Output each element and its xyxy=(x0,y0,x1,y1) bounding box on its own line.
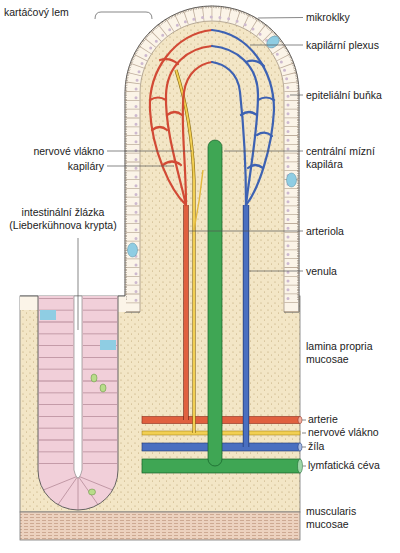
part-label: mikroklky xyxy=(306,11,396,24)
enteroendocrine-cell xyxy=(100,384,106,392)
part-label: kartáčový lem xyxy=(4,6,92,19)
nerve-fiber xyxy=(176,70,194,433)
vessel-end xyxy=(298,459,303,473)
part-label: nervové vlákno xyxy=(2,145,104,158)
leader-lines xyxy=(78,12,306,466)
arteriole xyxy=(183,205,188,420)
nerve-fiber xyxy=(194,170,203,230)
part-label: intestinální žlázka (Lieberkühnova krypt… xyxy=(2,206,124,232)
part-label: venula xyxy=(306,265,396,278)
part-label: lamina propria mucosae xyxy=(306,340,396,366)
cell-borders xyxy=(39,298,73,468)
goblet-cell xyxy=(287,173,297,187)
goblet-cell xyxy=(128,243,138,257)
part-label: žíla xyxy=(308,440,396,453)
arteriole xyxy=(184,205,188,420)
lamina-propria xyxy=(20,296,300,512)
central-lacteal xyxy=(208,140,222,466)
part-label: kapiláry xyxy=(2,160,104,173)
part-label: arteriola xyxy=(306,225,396,238)
lymphatics xyxy=(142,140,303,473)
enteroendocrine-cell xyxy=(91,374,97,382)
venule xyxy=(244,205,249,447)
surface-epithelium xyxy=(118,296,126,312)
mucosa-base xyxy=(20,296,300,540)
vessel-end xyxy=(298,443,302,451)
bracket xyxy=(95,12,152,19)
part-label: lymfatická céva xyxy=(308,459,396,472)
surface-epithelium xyxy=(20,296,38,310)
part-label: nervové vlákno xyxy=(308,426,396,439)
cell-borders xyxy=(83,298,117,468)
crypt xyxy=(20,296,126,510)
cell-borders xyxy=(43,476,112,510)
part-label: kapilární plexus xyxy=(306,39,396,52)
nerve-fiber xyxy=(176,70,194,433)
vessel-end xyxy=(298,417,302,424)
part-label: epiteliální buňka xyxy=(306,89,398,102)
paneth-cell xyxy=(89,489,96,495)
goblet-cell xyxy=(100,340,116,350)
muscularis-layer xyxy=(20,512,300,540)
part-label: muscularis mucosae xyxy=(306,505,396,531)
venule xyxy=(243,205,249,447)
part-label: centrální mízní kapilára xyxy=(306,145,396,171)
part-label: arterie xyxy=(308,413,396,426)
goblet-cell xyxy=(40,310,56,320)
crypt-outline xyxy=(20,296,125,510)
